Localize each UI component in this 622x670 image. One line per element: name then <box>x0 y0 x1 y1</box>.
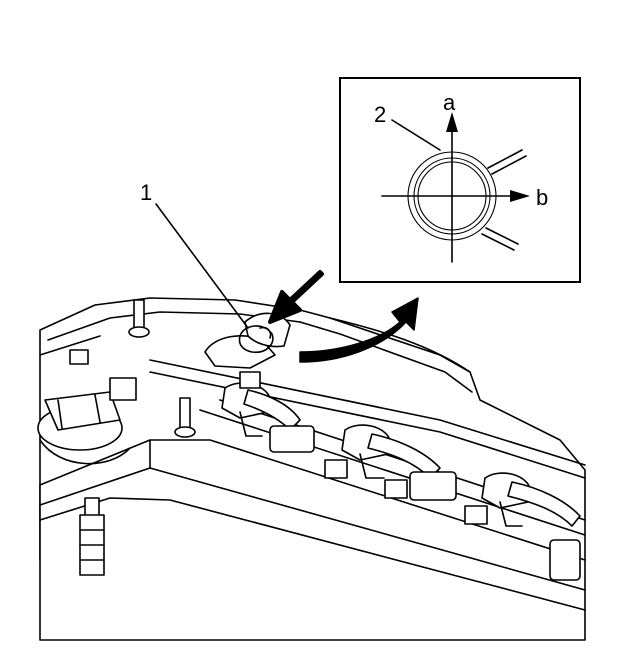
axis-label-a: a <box>443 90 456 115</box>
stud-bolt <box>174 397 196 438</box>
fuel-injector-1 <box>221 382 315 453</box>
stud-bolt <box>79 497 105 576</box>
curved-arrow-icon <box>299 297 419 363</box>
fuel-injector-2 <box>341 424 457 501</box>
leader-line-1 <box>155 203 249 329</box>
oil-filler-cap <box>37 391 131 465</box>
callout-label-2: 2 <box>374 102 386 127</box>
detail-inset <box>339 77 581 283</box>
arrow-left-down-icon <box>268 270 324 324</box>
stud-bolt <box>128 299 150 338</box>
fuel-line-clip <box>204 312 291 369</box>
engine-assembly <box>37 297 586 641</box>
axis-label-b: b <box>536 185 548 210</box>
callout-label-1: 1 <box>140 180 152 205</box>
fuel-injector-3 <box>481 472 581 581</box>
